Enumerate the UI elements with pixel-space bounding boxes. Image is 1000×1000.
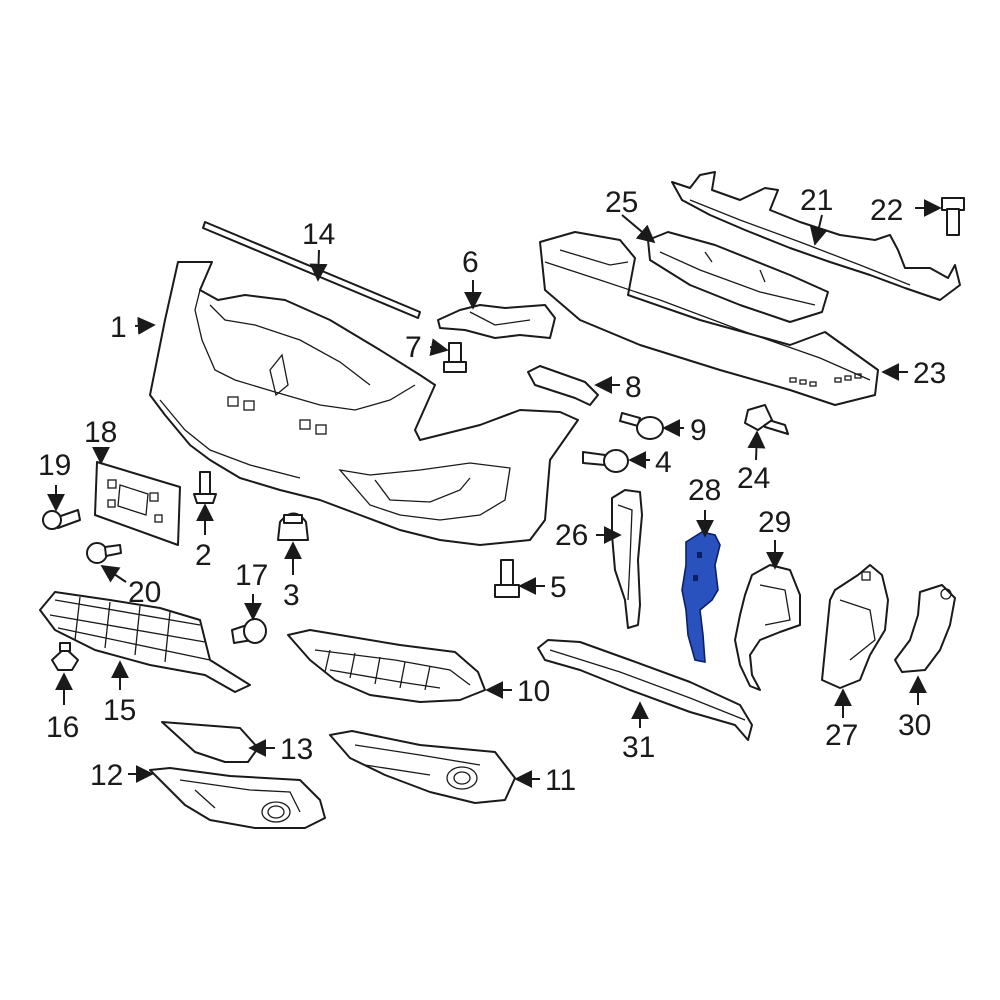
clip-part-9[interactable] (619, 412, 664, 440)
bolt-part-24[interactable] (744, 404, 789, 435)
bolt-part-7[interactable] (443, 342, 467, 373)
callout-20: 20 (128, 576, 161, 609)
leader-1 (134, 316, 156, 335)
leader-7 (429, 338, 449, 357)
leader-21 (810, 214, 828, 246)
bracket-part-6[interactable] (437, 304, 556, 339)
callout-6: 6 (462, 246, 479, 279)
callout-4: 4 (655, 446, 672, 479)
clip-part-3[interactable] (277, 512, 309, 541)
reinforcement-part-23[interactable] (539, 231, 879, 406)
cover-part-13[interactable] (161, 721, 259, 763)
callout-23: 23 (913, 357, 946, 390)
callout-11: 11 (545, 764, 576, 797)
callout-labels: 1 2 3 4 5 6 7 8 9 10 11 12 13 14 15 16 1… (38, 184, 946, 797)
lower-deflector-part-31[interactable] (537, 639, 753, 741)
push-clip-part-16[interactable] (51, 642, 79, 671)
side-bracket-part-28-highlighted[interactable] (681, 531, 721, 663)
callout-10: 10 (517, 675, 550, 708)
callout-9: 9 (690, 414, 707, 447)
fog-grille-part-10[interactable] (287, 629, 486, 703)
callout-18: 18 (84, 416, 117, 449)
callout-14: 14 (302, 218, 335, 251)
callout-30: 30 (898, 709, 931, 742)
callout-15: 15 (103, 694, 136, 727)
fog-garnish-part-12[interactable] (149, 767, 326, 829)
bolt-part-22[interactable] (941, 197, 965, 236)
callout-28: 28 (688, 474, 721, 507)
license-bracket-part-18[interactable] (94, 461, 181, 546)
clip-part-17[interactable] (231, 618, 267, 644)
callout-1: 1 (110, 311, 127, 344)
side-bracket-part-27[interactable] (821, 564, 889, 689)
bumper-cover-part-1[interactable] (149, 261, 579, 546)
leader-25 (621, 214, 656, 244)
callout-27: 27 (825, 719, 858, 752)
callout-29: 29 (758, 506, 791, 539)
callout-8: 8 (625, 371, 642, 404)
leader-20 (100, 565, 127, 583)
callout-16: 16 (46, 711, 79, 744)
lower-grille-part-15[interactable] (39, 591, 251, 693)
callout-22: 22 (870, 194, 903, 227)
callout-19: 19 (38, 449, 71, 482)
side-bracket-part-29[interactable] (734, 564, 801, 691)
callout-2: 2 (195, 539, 212, 572)
callout-25: 25 (605, 186, 638, 219)
bolt-part-5[interactable] (494, 559, 520, 598)
callout-24: 24 (737, 462, 770, 495)
callout-31: 31 (622, 731, 655, 764)
side-bracket-part-30[interactable] (894, 584, 956, 673)
callout-12: 12 (90, 759, 123, 792)
callout-21: 21 (800, 184, 833, 217)
side-bracket-part-26[interactable] (611, 489, 643, 629)
callout-5: 5 (550, 571, 567, 604)
bracket-part-8[interactable] (527, 365, 599, 406)
fog-garnish-part-11[interactable] (329, 730, 516, 804)
leader-lines (47, 199, 942, 788)
callout-17: 17 (235, 559, 268, 592)
callout-13: 13 (280, 733, 313, 766)
bolt-part-19[interactable] (42, 509, 81, 530)
absorber-part-25[interactable] (647, 231, 829, 323)
screw-part-20[interactable] (86, 542, 122, 564)
screw-part-2[interactable] (193, 471, 217, 504)
leader-24 (747, 430, 766, 461)
screw-part-4[interactable] (582, 449, 629, 473)
callout-26: 26 (555, 519, 588, 552)
callout-7: 7 (405, 331, 422, 364)
callout-3: 3 (283, 579, 300, 612)
leader-14 (309, 249, 328, 282)
